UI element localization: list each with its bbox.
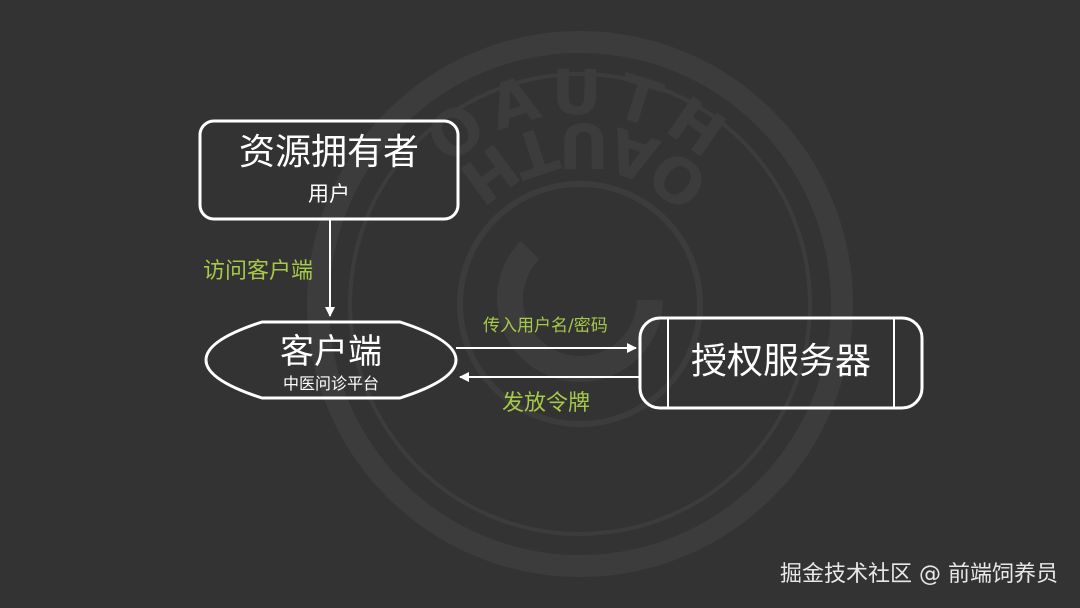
- background-oauth-logo: [307, 31, 853, 577]
- logo-keyhole-arc: [497, 240, 663, 382]
- logo-core-ring: [457, 181, 703, 427]
- logo-outer-ring: [307, 31, 853, 577]
- logo-inner-ring: [348, 72, 812, 536]
- auth-server-node[interactable]: [638, 316, 924, 410]
- client-node[interactable]: [204, 320, 458, 400]
